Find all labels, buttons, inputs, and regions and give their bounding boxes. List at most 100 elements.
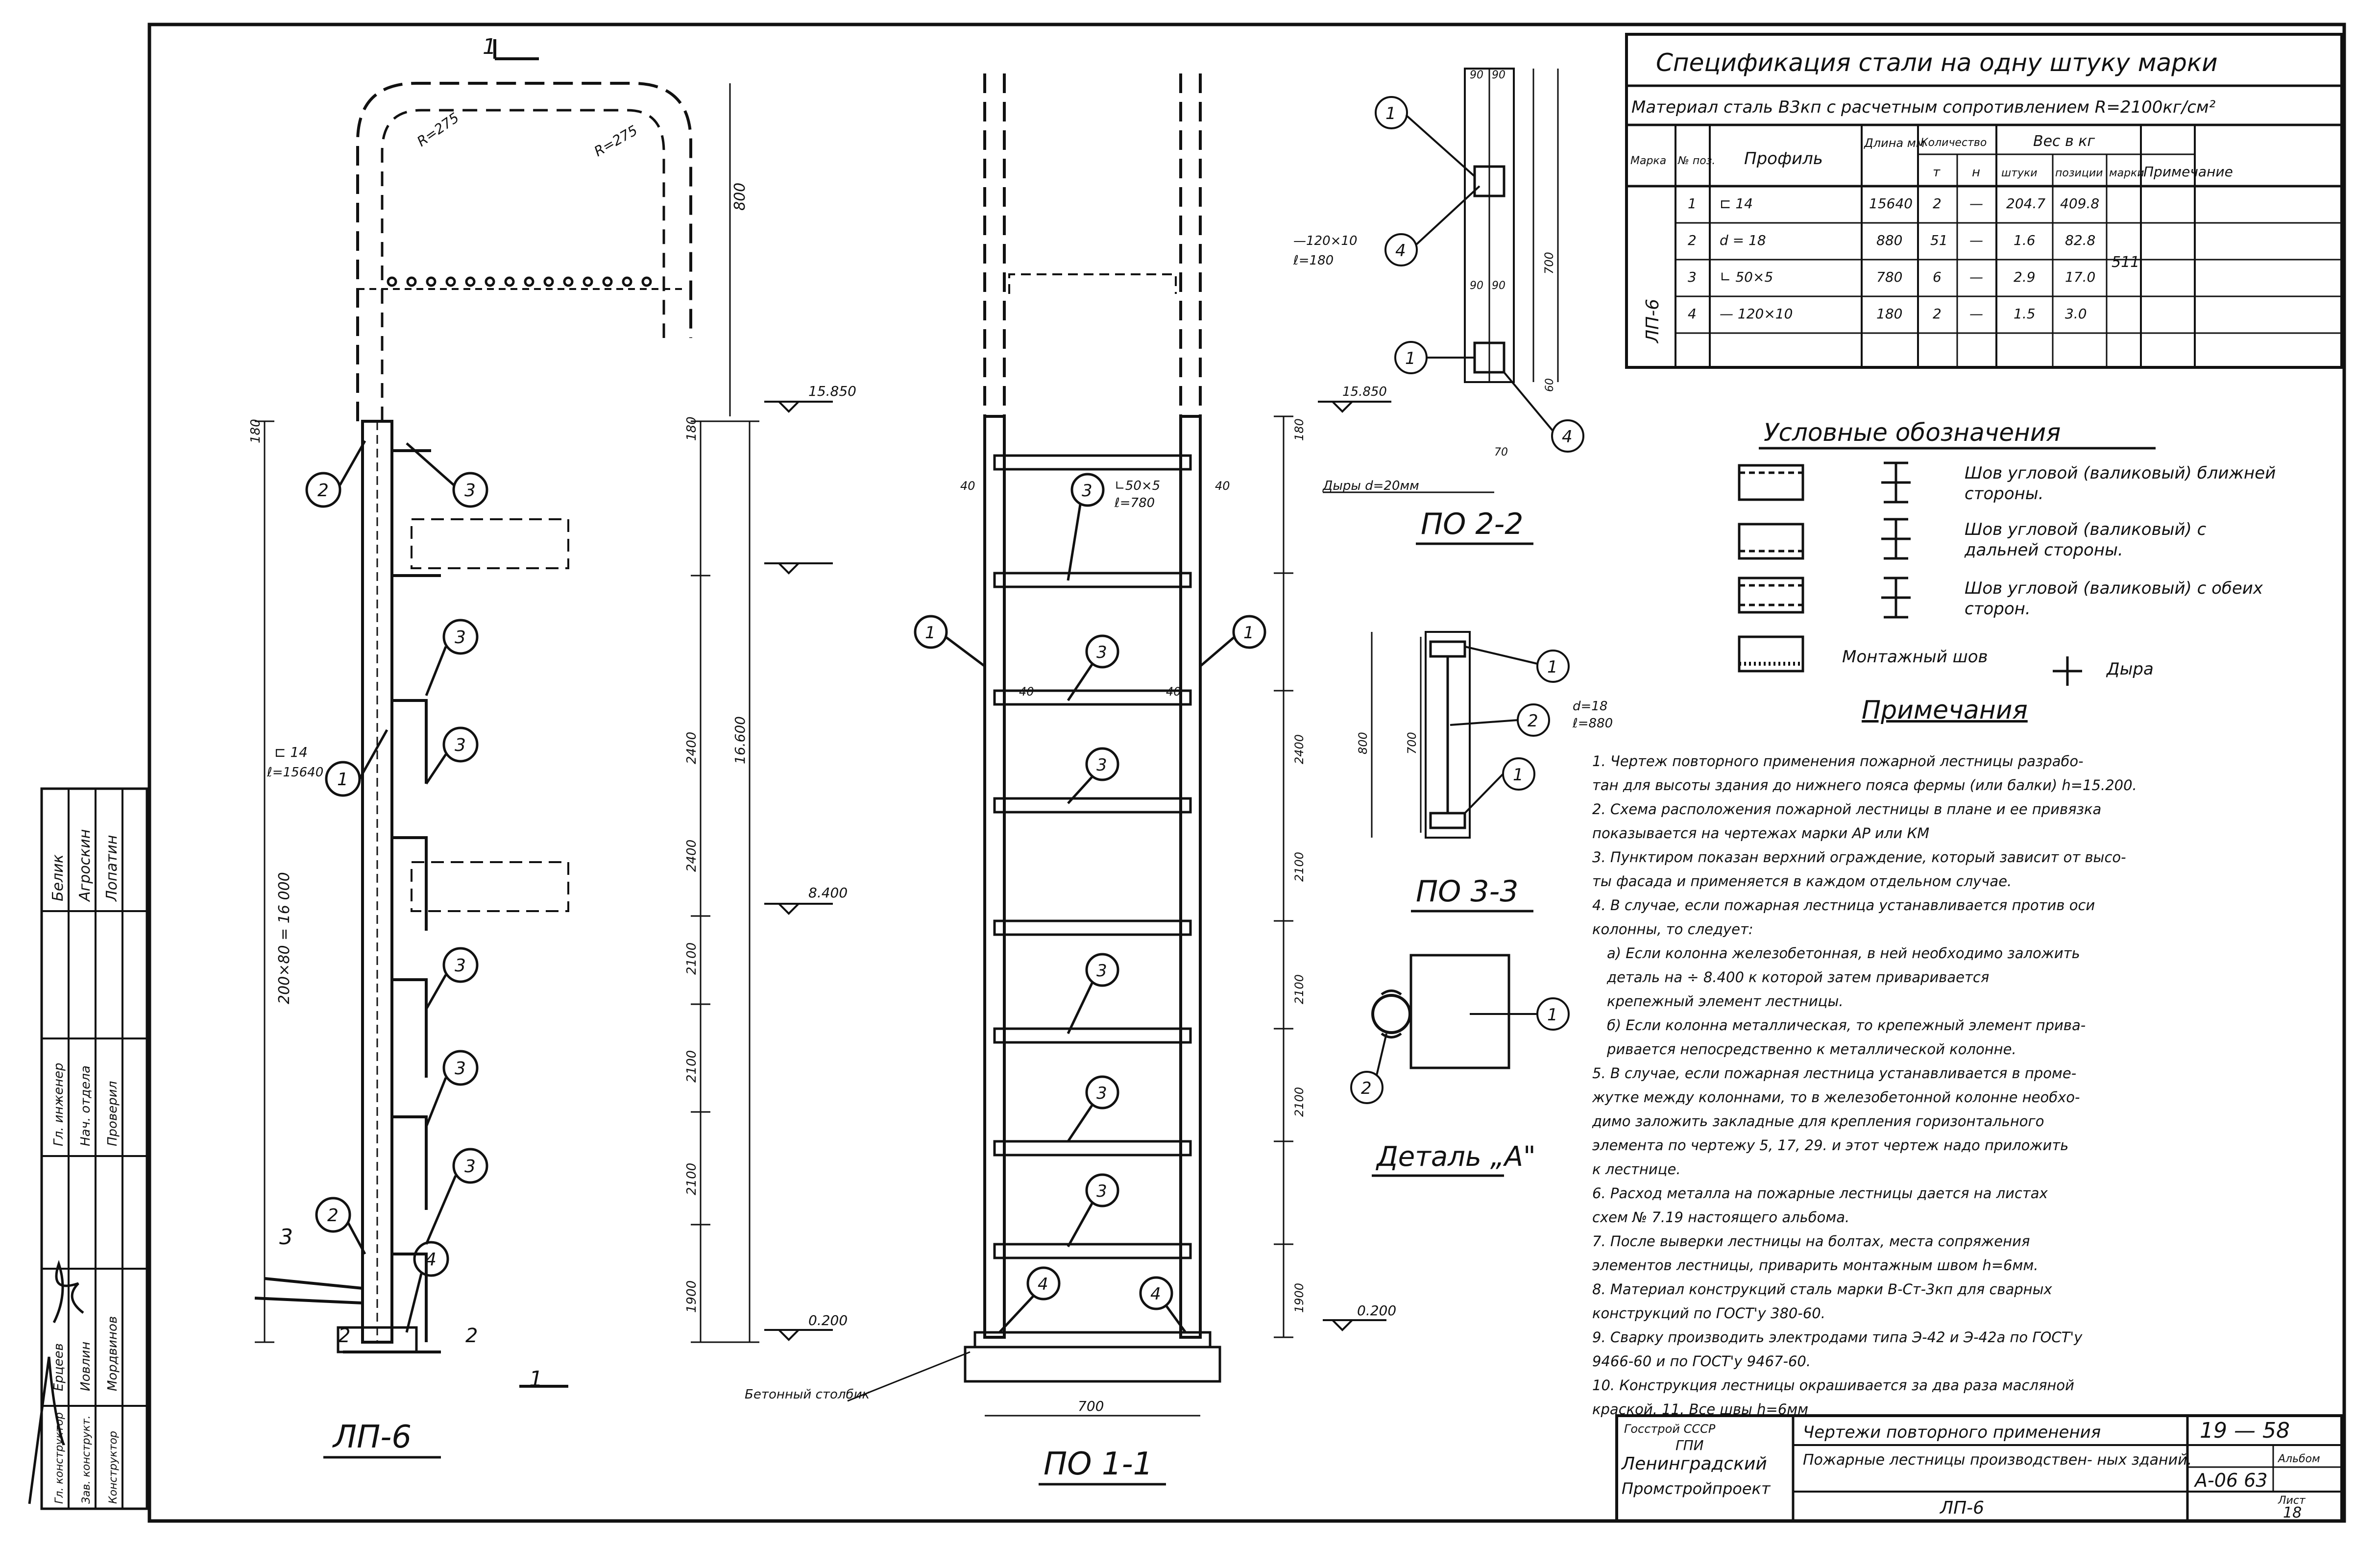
dim-s11-180: 180 xyxy=(1292,418,1306,441)
spec-r3-t: 6 xyxy=(1933,269,1942,285)
spec-r4-profile: — 120×10 xyxy=(1720,306,1793,322)
dim-40-d: 40 xyxy=(1166,685,1181,699)
callout-elev-2: 2 xyxy=(317,481,329,501)
note-line: жутке между колоннами, то в железобетонн… xyxy=(1592,1089,2080,1106)
tb-subject: Пожарные лестницы производствен- ных зда… xyxy=(1803,1451,2192,1469)
spec-material: Материал сталь В3кп с расчетным сопротив… xyxy=(1631,97,2216,117)
callout-elev-3f: 3 xyxy=(464,1157,476,1177)
legend-item-hole: Дыра xyxy=(2107,659,2154,679)
callout-elev-3c: 3 xyxy=(455,735,466,755)
detail-a-view: 1 2 Деталь „А" xyxy=(1350,954,1570,1177)
tb-org1: Госстрой СССР xyxy=(1624,1422,1716,1436)
spec-r3-n: — xyxy=(1969,269,1983,285)
rungs-1-1 xyxy=(993,454,1192,1259)
note-line: крепежный элемент лестницы. xyxy=(1607,993,1844,1010)
side-stamp: Белик Агроскин Лопатин Гл. инженер Нач. … xyxy=(28,787,148,1510)
dim-r-180: 180 xyxy=(684,416,699,441)
stamp-role-1: Гл. инженер xyxy=(51,1063,66,1146)
d22-90d: 90 xyxy=(1492,280,1505,292)
elevation-view: R=275 R=275 800 1 3 2 2 1 xyxy=(248,34,856,1459)
level-mid: 8.400 xyxy=(808,885,848,901)
callout-elev-3e: 3 xyxy=(455,1059,466,1079)
dim-total-2: 16.600 xyxy=(732,716,748,764)
callouts-1-1 xyxy=(914,473,1266,1333)
d22-90c: 90 xyxy=(1470,280,1483,292)
callout-elev-2b: 2 xyxy=(327,1206,339,1226)
cut-mark-2b: 2 xyxy=(465,1325,478,1347)
callout-s11-3d: 3 xyxy=(1096,961,1107,981)
dim-r-1900: 1900 xyxy=(684,1280,699,1313)
note-line: краской. 11. Все швы h=6мм xyxy=(1592,1401,1809,1418)
note-line: 9466-60 и по ГОСТ'у 9467-60. xyxy=(1592,1353,1811,1370)
level-zero: 0.200 xyxy=(808,1312,848,1328)
spec-r3-wpiece: 2.9 xyxy=(2014,269,2036,285)
callout-s22-1b: 1 xyxy=(1405,349,1416,368)
stamp-role-2: Нач. отдела xyxy=(78,1065,93,1146)
plate-length: ℓ=180 xyxy=(1293,253,1334,268)
note-line: б) Если колонна металлическая, то крепеж… xyxy=(1607,1017,2086,1034)
callout-s22-1a: 1 xyxy=(1385,104,1396,123)
spec-h-count: Количество xyxy=(1920,137,1987,149)
radius-label-1: R=275 xyxy=(414,109,462,149)
d22-700: 700 xyxy=(1542,252,1556,274)
cut-mark-1-top: 1 xyxy=(483,34,496,59)
spec-r2-wpos: 82.8 xyxy=(2065,232,2095,248)
note-line: показывается на чертежах марки АР или КМ xyxy=(1592,825,1930,842)
d22-90a: 90 xyxy=(1470,69,1483,81)
note-line: 8. Материал конструкций сталь марки В-Ст… xyxy=(1592,1281,2052,1298)
note-line: 1. Чертеж повторного применения пожарной… xyxy=(1592,753,2084,770)
legend-item-both: Шов угловой (валиковый) с обеих сторон. xyxy=(1965,579,2263,619)
callout-s33-2: 2 xyxy=(1528,711,1538,731)
dim-r-2100a: 2100 xyxy=(684,942,699,975)
spec-r2-profile: d = 18 xyxy=(1720,232,1766,248)
angle-length: ℓ=780 xyxy=(1114,496,1155,510)
dim-700-bottom: 700 xyxy=(1078,1398,1104,1414)
legend-symbols xyxy=(1738,461,2082,686)
callout-s11-4a: 4 xyxy=(1038,1275,1048,1294)
plate-label: —120×10 xyxy=(1293,234,1358,248)
dim-s11-1900: 1900 xyxy=(1292,1283,1306,1313)
callout-s11-3e: 3 xyxy=(1096,1084,1107,1103)
callout-elev-3: 3 xyxy=(464,481,476,501)
sheet-frame xyxy=(147,23,2346,1523)
stamp-name-5: Иовлин xyxy=(78,1342,93,1391)
dim-r-2100c: 2100 xyxy=(684,1163,699,1195)
legend-title: Условные обозначения xyxy=(1764,418,2061,447)
stamp-name-1: Белик xyxy=(49,854,67,901)
level-top-s22: 15.850 xyxy=(1342,385,1387,399)
spec-r2-wpiece: 1.6 xyxy=(2014,232,2036,248)
note-line: элементов лестницы, приварить монтажным … xyxy=(1592,1257,2039,1274)
callout-elev-3d: 3 xyxy=(455,956,466,976)
note-line: колонны, то следует: xyxy=(1592,921,1753,938)
d22-70: 70 xyxy=(1494,446,1508,458)
section-3-3-title: ПО 3-3 xyxy=(1416,874,1518,909)
tb-code: 19 — 58 xyxy=(2200,1418,2290,1443)
notes-title: Примечания xyxy=(1862,696,2028,725)
stamp-name-2: Агроскин xyxy=(76,829,94,902)
spec-r4-wpiece: 1.5 xyxy=(2014,306,2036,322)
rod-length: ℓ=880 xyxy=(1572,716,1613,731)
note-line: а) Если колонна железобетонная, в ней не… xyxy=(1607,945,2080,962)
spec-r1-wpiece: 204.7 xyxy=(2006,195,2045,212)
notes-list: 1. Чертеж повторного применения пожарной… xyxy=(1592,749,2307,1422)
spec-h-weight: Вес в кг xyxy=(2033,133,2095,150)
callout-da-1: 1 xyxy=(1547,1005,1558,1025)
section-1-1-view: 700 Бетонный столбик 3 1 1 3 3 3 3 3 4 4… xyxy=(745,73,1396,1486)
spec-r2-pos: 2 xyxy=(1688,232,1697,248)
note-line: элемента по чертежу 5, 17, 29. и этот че… xyxy=(1592,1137,2069,1154)
note-line: деталь на ÷ 8.400 к которой затем привар… xyxy=(1607,969,1990,986)
note-line: 7. После выверки лестницы на болтах, мес… xyxy=(1592,1233,2030,1250)
section-3-3-view: 800 700 1 2 1 d=18 ℓ=880 ПО 3-3 xyxy=(1356,631,1613,913)
callouts-elevation xyxy=(305,440,488,1333)
dim-chain-1-1 xyxy=(1274,415,1293,1338)
dim-r-2400b: 2400 xyxy=(684,840,699,872)
spec-r2-length: 880 xyxy=(1876,232,1902,248)
spec-h-n: н xyxy=(1972,165,1980,180)
spec-r1-length: 15640 xyxy=(1869,195,1913,212)
angle-label: ∟50×5 xyxy=(1115,479,1160,493)
dim-chain-left xyxy=(255,420,274,1343)
stamp-name-3: Лопатин xyxy=(103,835,121,902)
dim-total: 200×80 = 16 000 xyxy=(276,872,293,1004)
dim-r-2400a: 2400 xyxy=(684,732,699,764)
